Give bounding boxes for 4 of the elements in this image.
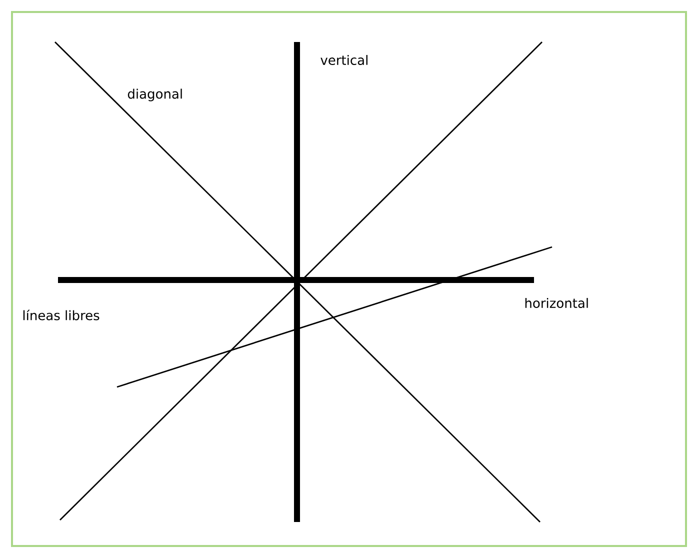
line-label: líneas libres — [23, 310, 100, 320]
line-label: horizontal — [525, 298, 588, 308]
line-label: vertical — [320, 54, 368, 66]
line-label: diagonal — [128, 88, 182, 102]
